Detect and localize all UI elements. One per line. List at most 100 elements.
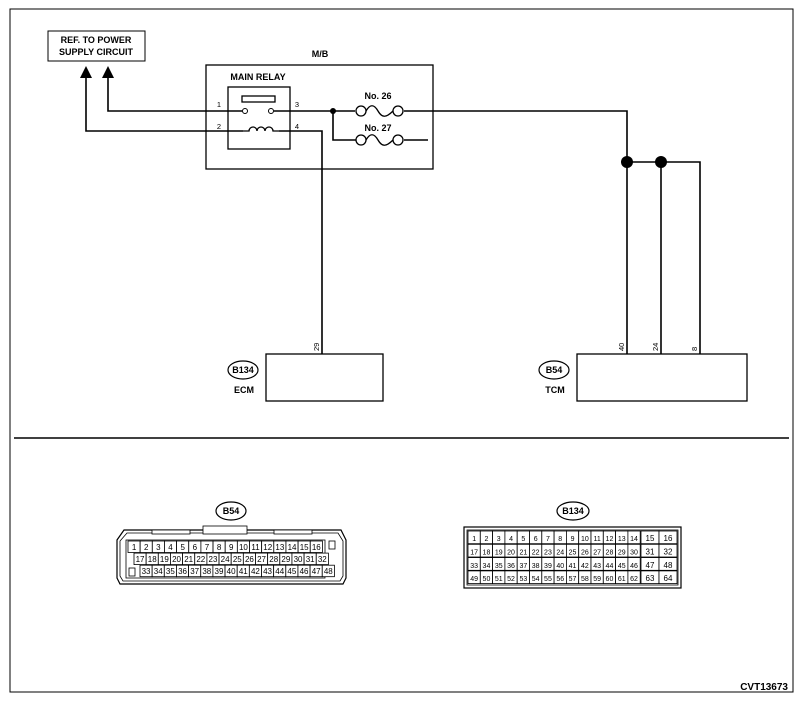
tcm-label: TCM	[545, 385, 565, 395]
pin-number: 49	[470, 576, 478, 583]
pin-number: 25	[569, 550, 577, 557]
pin-number: 18	[148, 555, 157, 564]
pin-number: 37	[190, 567, 199, 576]
pin-number: 45	[618, 563, 626, 570]
pin-number: 47	[312, 567, 321, 576]
fuse-no27: No. 27	[355, 123, 404, 146]
junction-dot	[655, 156, 667, 168]
pin-number: 44	[606, 563, 614, 570]
pin-number: 6	[534, 536, 538, 543]
pin-number: 48	[664, 561, 673, 570]
pin-cell	[658, 543, 678, 558]
ecm-box	[265, 353, 384, 402]
pin-number: 63	[646, 574, 655, 583]
pin-number: 16	[664, 534, 673, 543]
ecm-connector-oval	[227, 360, 259, 380]
ecm-pin-29: 29	[312, 343, 321, 351]
main-relay-box	[227, 86, 291, 150]
fuse-icon	[365, 105, 394, 117]
pin-number: 33	[470, 563, 478, 570]
pin-number: 61	[618, 576, 626, 583]
b54-face-label: B54	[223, 506, 240, 516]
relay-pin-2: 2	[217, 122, 221, 131]
pin-number: 36	[178, 567, 187, 576]
pin-number: 39	[215, 567, 224, 576]
pin-number: 18	[483, 550, 491, 557]
pin-number: 4	[168, 543, 173, 552]
pin-number: 42	[251, 567, 260, 576]
pin-number: 15	[300, 543, 309, 552]
pin-number: 46	[630, 563, 638, 570]
pin-number: 56	[556, 576, 564, 583]
pin-number: 47	[646, 561, 655, 570]
pin-number: 24	[556, 550, 564, 557]
ecm-label: ECM	[234, 385, 254, 395]
pin-number: 44	[275, 567, 284, 576]
ref-box-line2: SUPPLY CIRCUIT	[59, 47, 134, 57]
pin-number: 17	[470, 550, 478, 557]
pin-number: 37	[519, 563, 527, 570]
pin-number: 53	[519, 576, 527, 583]
pin-number: 5	[180, 543, 185, 552]
relay-contact	[242, 108, 248, 114]
pin-number: 26	[245, 555, 254, 564]
pin-cell	[627, 557, 641, 571]
arrow-up-icon	[102, 66, 114, 78]
pin-number: 42	[581, 563, 589, 570]
relay-pin-1: 1	[217, 100, 221, 109]
pin-number: 10	[239, 543, 248, 552]
pin-number: 31	[306, 555, 315, 564]
pin-number: 64	[664, 574, 673, 583]
ecm-connector-label: B134	[232, 365, 254, 375]
pin-number: 11	[594, 536, 601, 543]
pin-number: 23	[209, 555, 218, 564]
pin-number: 30	[630, 550, 638, 557]
pin-cell	[658, 530, 678, 545]
relay-pin-3: 3	[295, 100, 299, 109]
pin-number: 23	[544, 550, 552, 557]
pin-number: 15	[646, 534, 655, 543]
pin-number: 8	[558, 536, 562, 543]
fuse-no27-label: No. 27	[364, 123, 391, 133]
pin-number: 7	[546, 536, 550, 543]
pin-number: 32	[318, 555, 327, 564]
pin-number: 41	[569, 563, 577, 570]
pin-number: 62	[630, 576, 638, 583]
figure-id: CVT13673	[740, 682, 788, 693]
pin-cell	[658, 570, 678, 585]
pin-number: 52	[507, 576, 515, 583]
tcm-box	[576, 353, 748, 402]
pin-number: 7	[205, 543, 210, 552]
pin-number: 46	[300, 567, 309, 576]
pin-number: 26	[581, 550, 589, 557]
pin-number: 2	[144, 543, 149, 552]
page-border	[9, 8, 794, 693]
pin-number: 4	[509, 536, 513, 543]
pin-number: 10	[581, 536, 589, 543]
tcm-pin-40: 40	[617, 343, 626, 351]
pin-number: 3	[497, 536, 501, 543]
pin-cell	[315, 552, 329, 565]
wires	[85, 78, 701, 354]
pin-number: 51	[495, 576, 503, 583]
pin-number: 43	[263, 567, 272, 576]
pin-number: 22	[532, 550, 540, 557]
mb-box	[205, 64, 434, 170]
arrow-up-icon	[80, 66, 92, 78]
pin-number: 59	[593, 576, 601, 583]
pin-number: 48	[324, 567, 333, 576]
pin-number: 2	[484, 536, 488, 543]
fuse-no26-label: No. 26	[364, 91, 391, 101]
pin-number: 1	[132, 543, 137, 552]
pin-number: 25	[233, 555, 242, 564]
pin-number: 19	[495, 550, 503, 557]
tcm-pin-24: 24	[651, 343, 660, 351]
pin-number: 60	[606, 576, 614, 583]
pin-number: 40	[227, 567, 236, 576]
pin-number: 57	[569, 576, 577, 583]
pin-number: 12	[263, 543, 272, 552]
ref-box-line1: REF. TO POWER	[61, 35, 132, 45]
